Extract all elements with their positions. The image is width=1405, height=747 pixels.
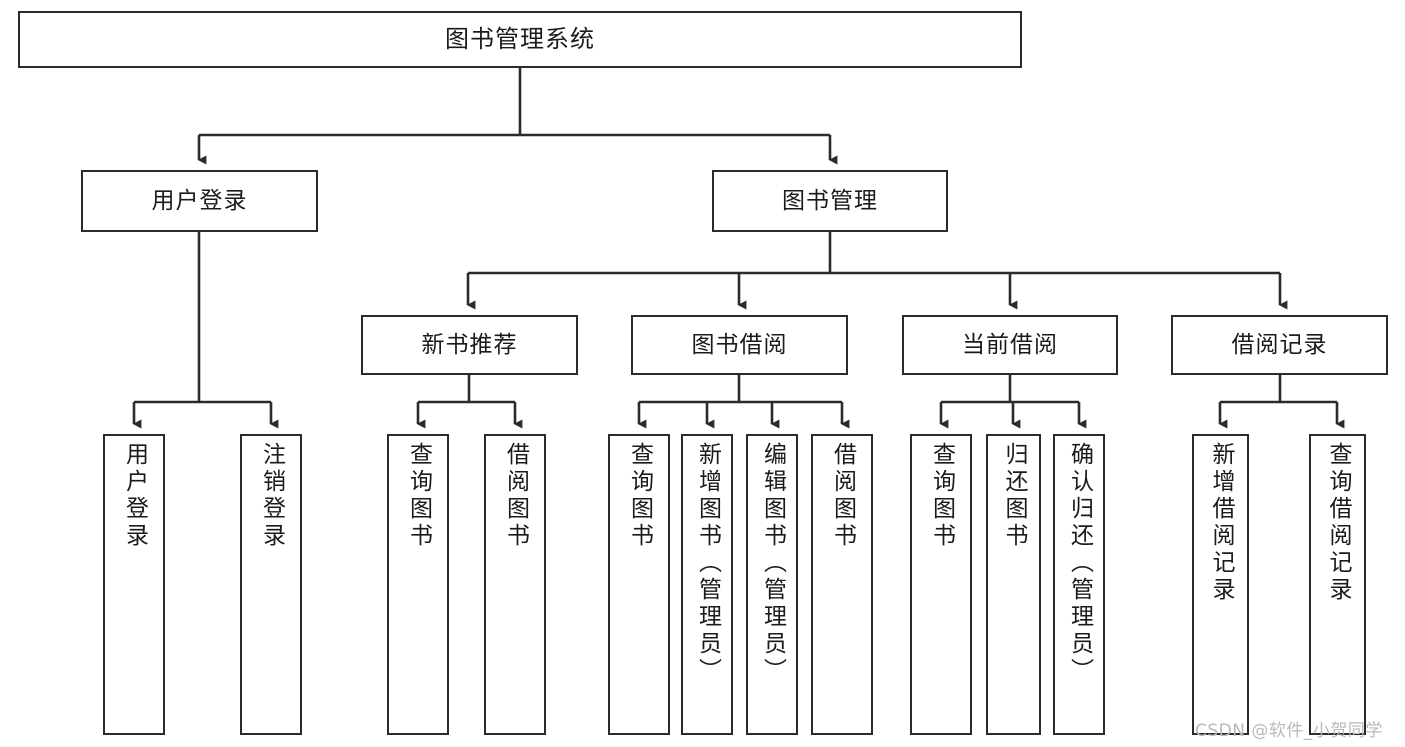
- node-label: 编辑图书（管理员）: [759, 442, 786, 685]
- node-borrow-record[interactable]: 借阅记录: [1171, 315, 1388, 375]
- node-current-borrow[interactable]: 当前借阅: [902, 315, 1118, 375]
- node-label: 新书推荐: [421, 331, 518, 358]
- watermark-text: CSDN @软件_小贺同学: [1195, 721, 1383, 741]
- node-label: 注销登录: [258, 442, 285, 550]
- node-label: 用户登录: [121, 442, 148, 550]
- node-leaf-borrow-book-2[interactable]: 借阅图书: [811, 434, 873, 735]
- node-leaf-logout-login[interactable]: 注销登录: [240, 434, 302, 735]
- node-leaf-edit-book-admin[interactable]: 编辑图书（管理员）: [746, 434, 798, 735]
- node-label: 查询图书: [405, 442, 432, 550]
- node-leaf-return-book[interactable]: 归还图书: [986, 434, 1041, 735]
- node-leaf-query-book-1[interactable]: 查询图书: [387, 434, 449, 735]
- node-book-management-system[interactable]: 图书管理系统: [18, 11, 1022, 68]
- node-leaf-add-book-admin[interactable]: 新增图书（管理员）: [681, 434, 733, 735]
- node-label: 图书管理: [782, 187, 878, 214]
- node-book-manage[interactable]: 图书管理: [712, 170, 948, 232]
- node-leaf-query-book-3[interactable]: 查询图书: [910, 434, 972, 735]
- node-leaf-confirm-return-admin[interactable]: 确认归还（管理员）: [1053, 434, 1105, 735]
- node-new-book-recommend[interactable]: 新书推荐: [361, 315, 578, 375]
- node-book-borrow[interactable]: 图书借阅: [631, 315, 848, 375]
- node-label: 借阅记录: [1231, 331, 1328, 358]
- node-label: 借阅图书: [829, 442, 856, 550]
- node-leaf-user-login[interactable]: 用户登录: [103, 434, 165, 735]
- node-label: 新增图书（管理员）: [694, 442, 721, 685]
- node-label: 借阅图书: [502, 442, 529, 550]
- node-leaf-query-book-2[interactable]: 查询图书: [608, 434, 670, 735]
- node-label: 查询图书: [928, 442, 955, 550]
- node-user-login[interactable]: 用户登录: [81, 170, 318, 232]
- node-label: 查询图书: [626, 442, 653, 550]
- node-label: 确认归还（管理员）: [1066, 442, 1093, 685]
- node-label: 用户登录: [151, 187, 248, 214]
- node-label: 新增借阅记录: [1208, 442, 1234, 604]
- node-label: 图书借阅: [691, 331, 788, 358]
- node-label: 图书管理系统: [445, 24, 595, 53]
- node-leaf-add-borrow-record[interactable]: 新增借阅记录: [1192, 434, 1249, 735]
- node-label: 查询借阅记录: [1325, 442, 1351, 604]
- node-label: 归还图书: [1001, 442, 1027, 550]
- node-label: 当前借阅: [962, 331, 1058, 358]
- node-leaf-query-borrow-record[interactable]: 查询借阅记录: [1309, 434, 1366, 735]
- node-leaf-borrow-book-1[interactable]: 借阅图书: [484, 434, 546, 735]
